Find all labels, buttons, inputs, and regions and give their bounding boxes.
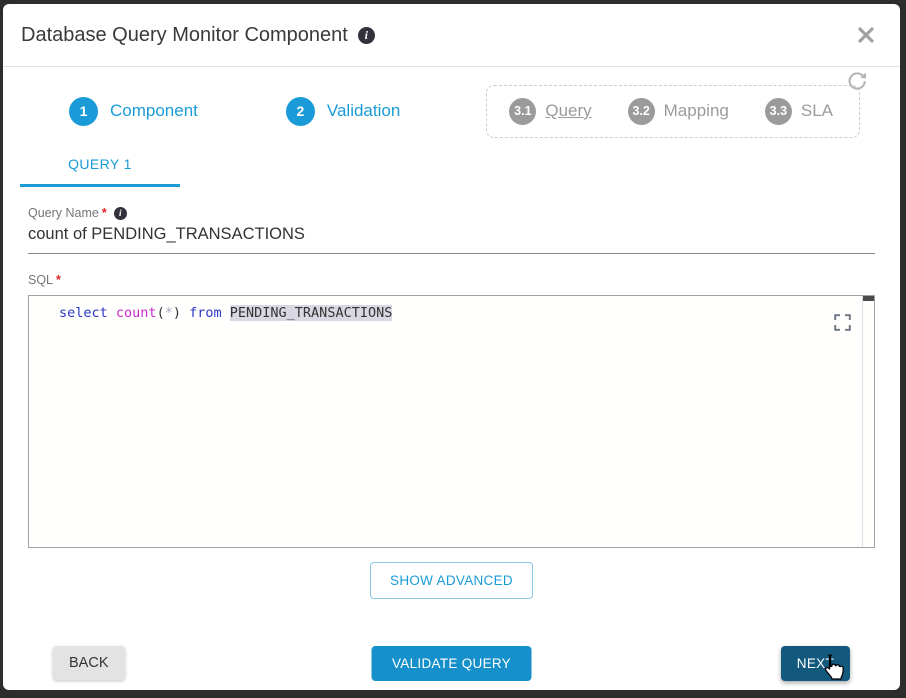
form-content: Query Name* i SQL* select count(*) from … (3, 206, 900, 681)
substep-3-3-label: SLA (800, 101, 833, 120)
query-name-label: Query Name* i (28, 206, 875, 220)
wizard-stepper: 1 Component 2 Validation 3.1 Query 3.2 M… (69, 72, 867, 139)
show-advanced-button[interactable]: SHOW ADVANCED (370, 562, 533, 599)
substep-mapping: 3.2 Mapping (627, 97, 729, 125)
close-icon[interactable] (856, 25, 876, 45)
step-1-circle: 1 (69, 96, 98, 126)
required-asterisk: * (101, 206, 107, 220)
editor-scrollbar-thumb[interactable] (863, 296, 874, 301)
query-name-field: Query Name* i (28, 206, 875, 254)
dialog-header: Database Query Monitor Component i (3, 4, 900, 67)
sql-code-area[interactable]: select count(*) from PENDING_TRANSACTION… (29, 296, 874, 547)
step-validation[interactable]: 2 Validation (285, 96, 401, 126)
back-button[interactable]: BACK (53, 646, 125, 680)
substep-3-2-label: Mapping (663, 101, 729, 120)
info-icon[interactable]: i (357, 26, 375, 44)
substep-query[interactable]: 3.1 Query (509, 97, 592, 125)
substep-3-2-circle: 3.2 (627, 97, 655, 125)
substep-3-1-label[interactable]: Query (545, 101, 592, 120)
editor-scrollbar[interactable] (862, 296, 874, 547)
step-2-label: Validation (326, 101, 401, 120)
substep-group: 3.1 Query 3.2 Mapping 3.3 SLA (486, 84, 860, 138)
query-name-input[interactable] (28, 220, 875, 254)
step-component[interactable]: 1 Component (69, 96, 198, 126)
sql-editor: select count(*) from PENDING_TRANSACTION… (28, 295, 875, 548)
sql-label: SQL* (28, 273, 875, 287)
dialog-title: Database Query Monitor Component (21, 23, 348, 46)
step-2-circle: 2 (285, 96, 315, 126)
substep-3-3-circle: 3.3 (764, 97, 792, 125)
substep-sla: 3.3 SLA (764, 97, 833, 125)
required-asterisk: * (56, 273, 61, 287)
validate-query-button[interactable]: VALIDATE QUERY (371, 646, 532, 681)
show-advanced-row: SHOW ADVANCED (28, 562, 875, 599)
fullscreen-icon[interactable] (834, 314, 851, 331)
query-name-label-text: Query Name (28, 206, 99, 220)
query-tab-bar: QUERY 1 (20, 143, 900, 187)
sql-field: SQL* select count(*) from PENDING_TRANSA… (28, 273, 875, 548)
substep-3-1-circle: 3.1 (509, 97, 537, 125)
query-name-info-icon[interactable]: i (113, 206, 127, 220)
step-1-label: Component (110, 101, 198, 120)
tab-query-1[interactable]: QUERY 1 (20, 143, 180, 187)
refresh-icon[interactable] (846, 71, 868, 93)
sql-label-text: SQL (28, 273, 54, 287)
next-button[interactable]: NEXT (780, 646, 850, 681)
dialog-footer: BACK VALIDATE QUERY NEXT (53, 646, 850, 681)
database-query-monitor-dialog: Database Query Monitor Component i 1 Com… (3, 4, 900, 690)
sql-code-line: select count(*) from PENDING_TRANSACTION… (59, 305, 393, 321)
